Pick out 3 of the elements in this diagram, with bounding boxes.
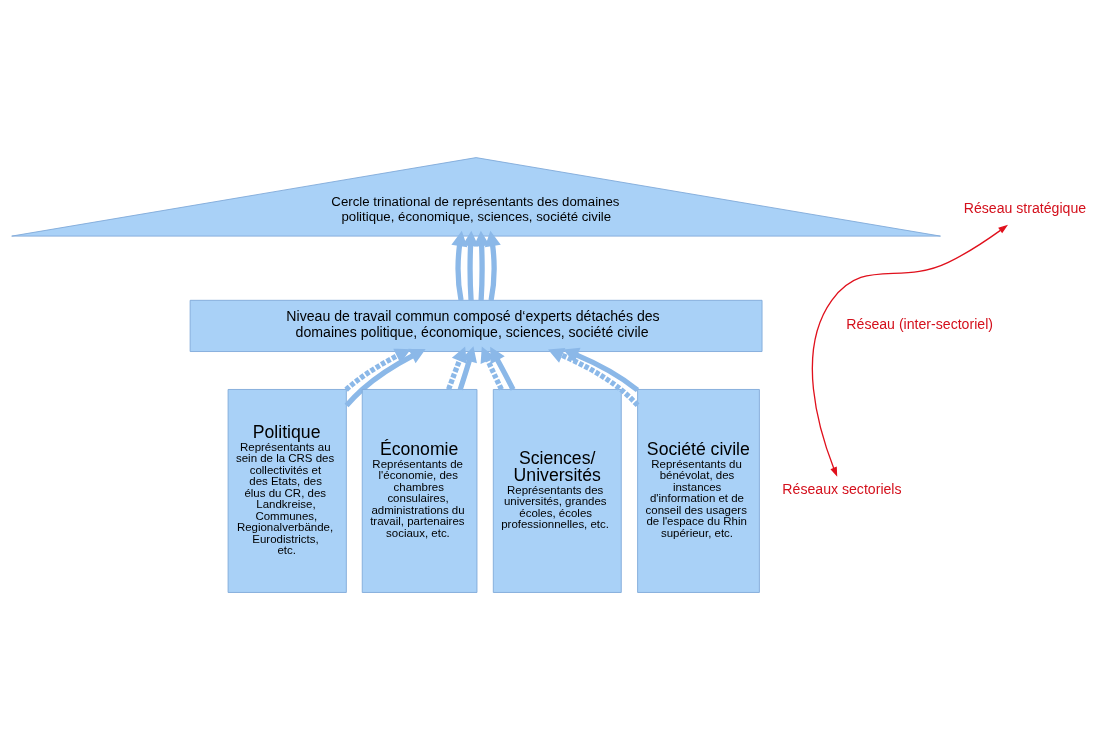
node-text: Réseau stratégique [963,199,1087,216]
label: Réseau (inter-sectoriel) [846,315,993,332]
node-text: Réseaux sectoriels [782,480,902,497]
